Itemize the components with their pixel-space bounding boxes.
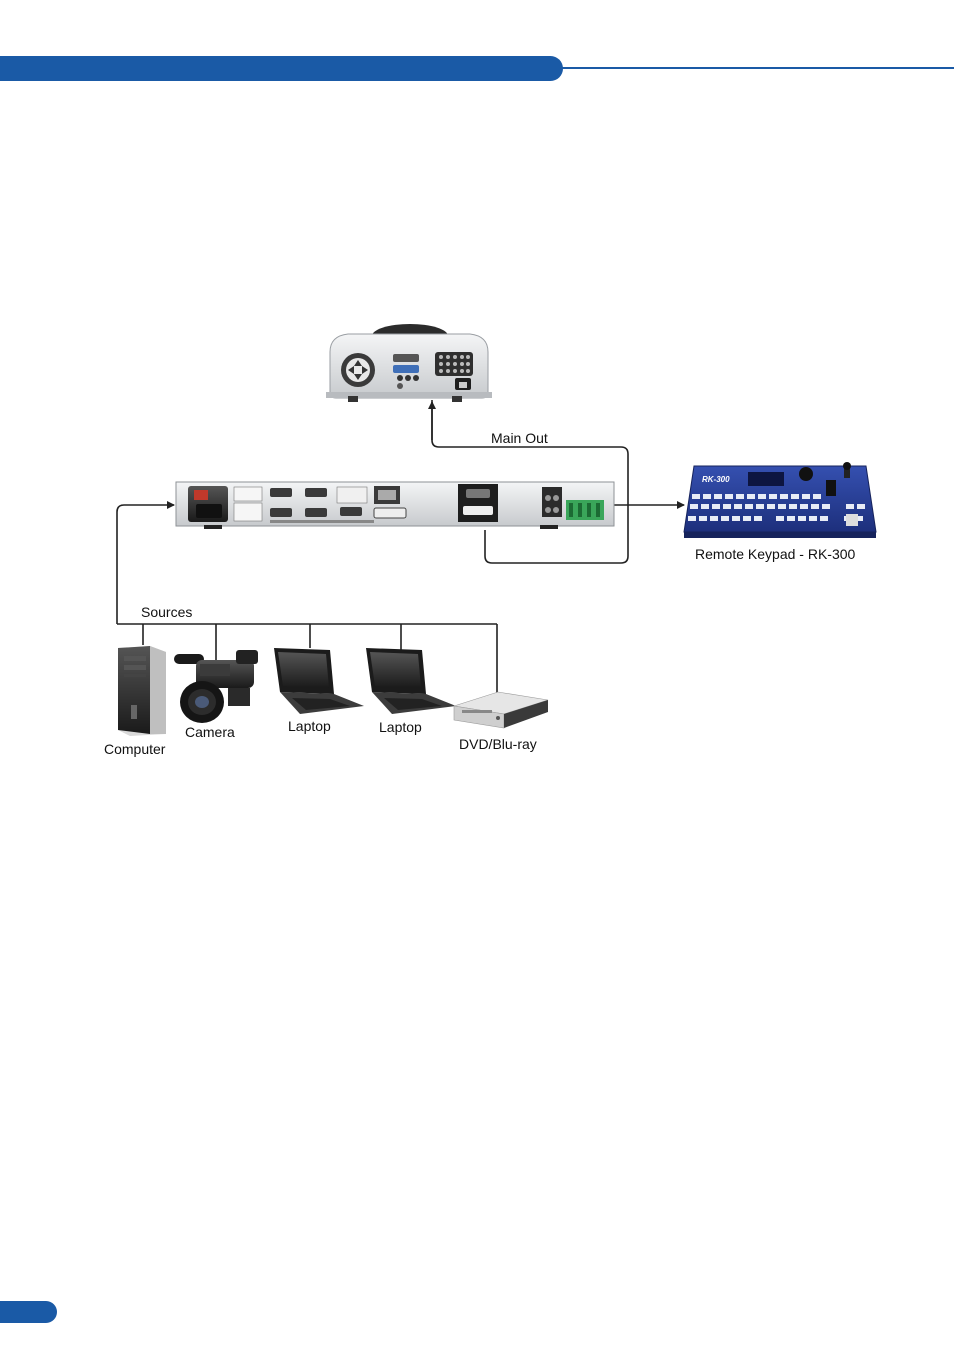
connection-lines — [117, 400, 684, 693]
dvd-bluray-player — [454, 692, 548, 728]
main-out-label: Main Out — [491, 430, 548, 446]
keypad-brand-text: RK-300 — [702, 475, 730, 484]
sources-label: Sources — [141, 604, 192, 620]
computer-tower — [118, 646, 166, 736]
dvd-label: DVD/Blu-ray — [459, 736, 537, 752]
processor-rear-panel — [176, 482, 614, 529]
computer-label: Computer — [104, 741, 166, 757]
remote-keypad-label: Remote Keypad - RK-300 — [695, 546, 856, 562]
projector — [326, 324, 492, 402]
video-camera — [174, 650, 258, 723]
laptop-2-label: Laptop — [379, 719, 422, 735]
remote-keypad-rk-300: RK-300 — [684, 462, 876, 538]
laptop-1 — [274, 648, 364, 714]
laptop-1-label: Laptop — [288, 718, 331, 734]
camera-label: Camera — [185, 724, 235, 740]
laptop-2 — [366, 648, 456, 714]
